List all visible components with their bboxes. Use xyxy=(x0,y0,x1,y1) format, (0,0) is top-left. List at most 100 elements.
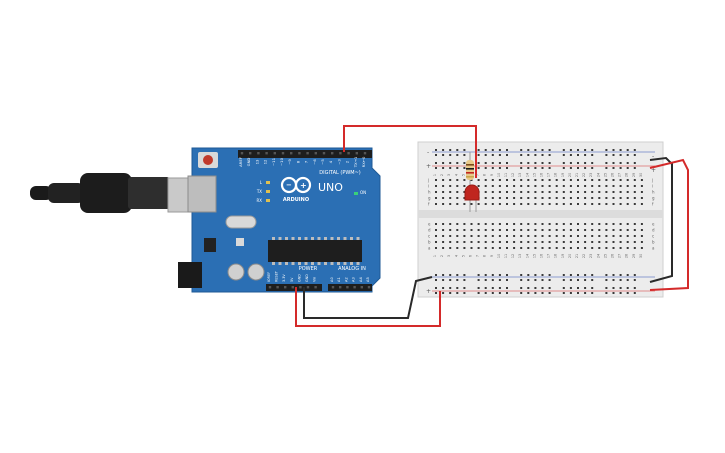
breadboard-hole[interactable] xyxy=(584,229,587,231)
rail-hole[interactable] xyxy=(605,154,608,156)
rail-hole[interactable] xyxy=(562,162,565,164)
breadboard-hole[interactable] xyxy=(626,203,629,205)
breadboard-hole[interactable] xyxy=(619,241,622,243)
breadboard-hole[interactable] xyxy=(527,185,530,187)
rail-hole[interactable] xyxy=(612,149,615,151)
rail-hole[interactable] xyxy=(449,274,452,276)
breadboard-hole[interactable] xyxy=(612,229,615,231)
rail-hole[interactable] xyxy=(477,279,480,281)
breadboard-hole[interactable] xyxy=(591,185,594,187)
breadboard-hole[interactable] xyxy=(548,247,551,249)
breadboard-hole[interactable] xyxy=(513,223,516,225)
breadboard-hole[interactable] xyxy=(534,235,537,237)
breadboard-hole[interactable] xyxy=(548,185,551,187)
breadboard-hole[interactable] xyxy=(591,191,594,193)
rail-hole[interactable] xyxy=(591,162,594,164)
breadboard-hole[interactable] xyxy=(435,229,437,231)
breadboard-hole[interactable] xyxy=(435,241,437,243)
rail-hole[interactable] xyxy=(534,292,537,294)
breadboard-hole[interactable] xyxy=(633,179,636,181)
rail-hole[interactable] xyxy=(442,279,445,281)
breadboard-hole[interactable] xyxy=(456,197,459,199)
breadboard-hole[interactable] xyxy=(477,229,480,231)
breadboard-hole[interactable] xyxy=(456,185,459,187)
breadboard-hole[interactable] xyxy=(555,185,558,187)
breadboard-hole[interactable] xyxy=(484,179,487,181)
rail-hole[interactable] xyxy=(498,292,501,294)
breadboard-hole[interactable] xyxy=(442,247,445,249)
rail-hole[interactable] xyxy=(491,162,494,164)
rail-hole[interactable] xyxy=(584,279,587,281)
rail-hole[interactable] xyxy=(506,287,508,289)
breadboard-hole[interactable] xyxy=(612,241,615,243)
breadboard-hole[interactable] xyxy=(534,203,537,205)
breadboard-hole[interactable] xyxy=(491,185,494,187)
rail-hole[interactable] xyxy=(612,162,615,164)
breadboard-hole[interactable] xyxy=(491,191,494,193)
breadboard-hole[interactable] xyxy=(562,191,565,193)
rail-hole[interactable] xyxy=(605,162,608,164)
rail-hole[interactable] xyxy=(527,149,530,151)
breadboard-hole[interactable] xyxy=(435,223,437,225)
breadboard-hole[interactable] xyxy=(640,197,643,199)
breadboard-hole[interactable] xyxy=(591,247,594,249)
breadboard-hole[interactable] xyxy=(470,223,473,225)
rail-hole[interactable] xyxy=(633,292,636,294)
breadboard-hole[interactable] xyxy=(527,179,530,181)
rail-hole[interactable] xyxy=(605,292,608,294)
breadboard-hole[interactable] xyxy=(498,235,501,237)
digital-pin[interactable] xyxy=(240,152,244,155)
breadboard-hole[interactable] xyxy=(584,197,587,199)
breadboard-hole[interactable] xyxy=(640,203,643,205)
breadboard-hole[interactable] xyxy=(555,229,558,231)
breadboard-hole[interactable] xyxy=(484,247,487,249)
rail-hole[interactable] xyxy=(626,274,629,276)
rail-hole[interactable] xyxy=(477,154,480,156)
rail-hole[interactable] xyxy=(541,149,544,151)
breadboard-hole[interactable] xyxy=(435,203,437,205)
breadboard-hole[interactable] xyxy=(463,235,466,237)
rail-hole[interactable] xyxy=(562,287,565,289)
breadboard-hole[interactable] xyxy=(598,179,601,181)
power-pin[interactable] xyxy=(306,286,310,289)
breadboard-hole[interactable] xyxy=(477,247,480,249)
breadboard-hole[interactable] xyxy=(498,241,501,243)
rail-hole[interactable] xyxy=(477,149,480,151)
rail-hole[interactable] xyxy=(541,274,544,276)
breadboard-hole[interactable] xyxy=(506,247,508,249)
breadboard-hole[interactable] xyxy=(541,179,544,181)
rail-hole[interactable] xyxy=(520,154,523,156)
rail-hole[interactable] xyxy=(456,274,459,276)
rail-hole[interactable] xyxy=(491,287,494,289)
breadboard-hole[interactable] xyxy=(541,185,544,187)
breadboard-hole[interactable] xyxy=(619,229,622,231)
breadboard-hole[interactable] xyxy=(619,185,622,187)
breadboard-hole[interactable] xyxy=(498,185,501,187)
rail-hole[interactable] xyxy=(456,279,459,281)
rail-hole[interactable] xyxy=(534,274,537,276)
rail-hole[interactable] xyxy=(633,287,636,289)
breadboard-hole[interactable] xyxy=(534,191,537,193)
breadboard-hole[interactable] xyxy=(605,241,608,243)
rail-hole[interactable] xyxy=(520,167,523,169)
breadboard-hole[interactable] xyxy=(548,229,551,231)
breadboard-hole[interactable] xyxy=(626,179,629,181)
rail-hole[interactable] xyxy=(541,287,544,289)
rail-hole[interactable] xyxy=(584,274,587,276)
red-wire-pin13-to-resistor[interactable] xyxy=(343,125,477,178)
breadboard-hole[interactable] xyxy=(640,241,643,243)
breadboard-hole[interactable] xyxy=(456,223,459,225)
breadboard-hole[interactable] xyxy=(633,229,636,231)
breadboard-hole[interactable] xyxy=(491,179,494,181)
breadboard-hole[interactable] xyxy=(548,241,551,243)
rail-hole[interactable] xyxy=(449,287,452,289)
breadboard-hole[interactable] xyxy=(569,197,572,199)
rail-hole[interactable] xyxy=(491,274,494,276)
analog-pin[interactable] xyxy=(331,286,335,289)
rail-hole[interactable] xyxy=(633,279,636,281)
rail-hole[interactable] xyxy=(562,167,565,169)
breadboard-hole[interactable] xyxy=(633,247,636,249)
rail-hole[interactable] xyxy=(541,292,544,294)
rail-hole[interactable] xyxy=(562,154,565,156)
